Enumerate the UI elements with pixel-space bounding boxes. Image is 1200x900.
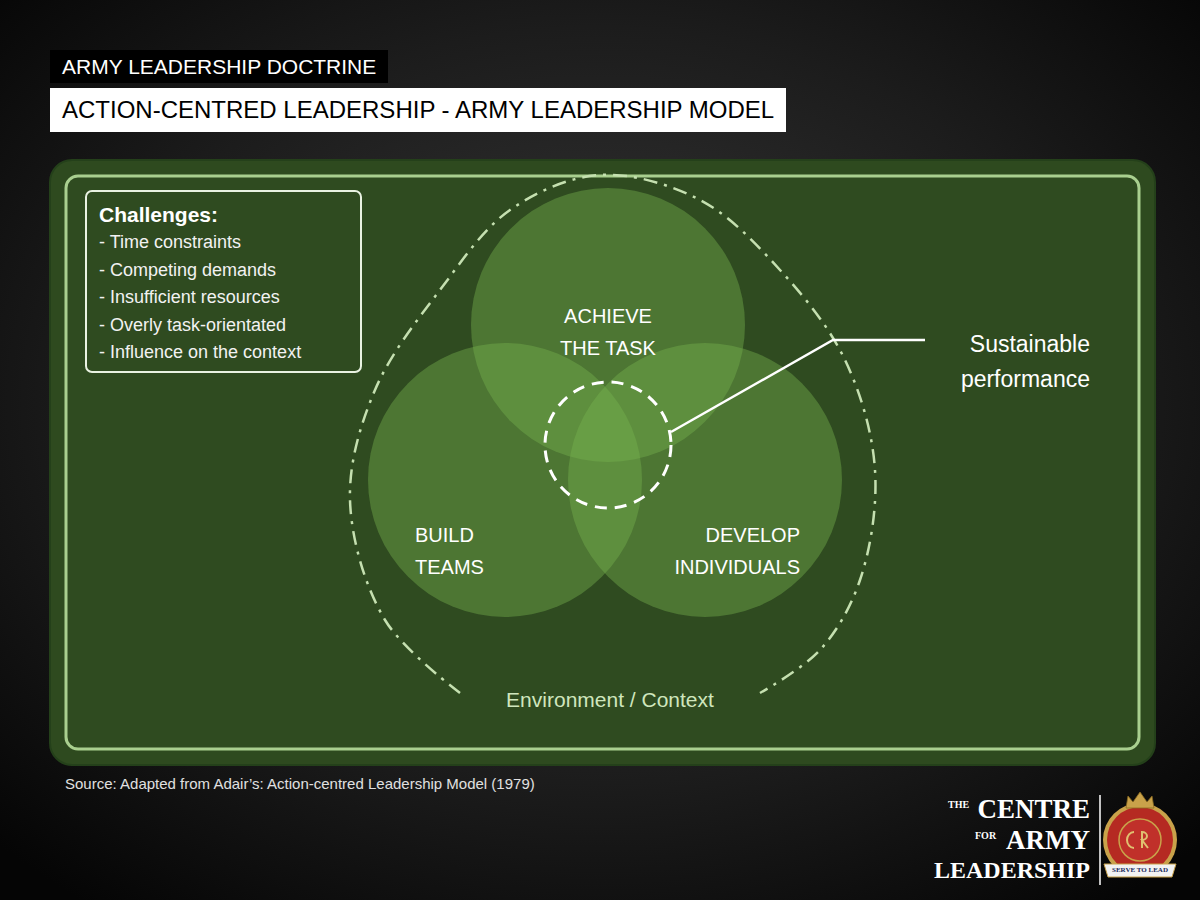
- challenge-item: - Influence on the context: [99, 339, 348, 367]
- motto-scroll: [1104, 864, 1176, 877]
- crest-motto: SERVE TO LEAD: [1108, 866, 1172, 875]
- callout-text: Sustainable performance: [920, 327, 1090, 397]
- logo-word: ARMY: [1006, 826, 1090, 854]
- challenge-item: - Overly task-orientated: [99, 312, 348, 340]
- crest: [1103, 792, 1177, 877]
- crest-centre: [1119, 819, 1161, 861]
- logo-word: THE: [948, 800, 969, 810]
- challenge-item: - Competing demands: [99, 257, 348, 285]
- challenges-heading: Challenges:: [99, 201, 348, 229]
- circle-label: BUILD TEAMS: [415, 519, 515, 583]
- challenge-item: - Insufficient resources: [99, 284, 348, 312]
- challenge-item: - Time constraints: [99, 229, 348, 257]
- panel-border: [66, 176, 1139, 749]
- source-caption: Source: Adapted from Adair’s: Action-cen…: [65, 775, 535, 793]
- context-boundary: Environment / Context ACHIEVE THE TASK BUI…: [340, 165, 890, 710]
- circle-label: DEVELOP INDIVIDUALS: [640, 519, 800, 583]
- challenges-box: Challenges:- Time constraints- Competing…: [85, 190, 362, 373]
- cypher-mark: [1127, 832, 1134, 848]
- venn-fill: [568, 343, 842, 617]
- green-panel: [50, 160, 1155, 765]
- crown-symbol: [1126, 792, 1154, 808]
- logo-divider: [1099, 795, 1101, 885]
- circle-label: ACHIEVE THE TASK: [550, 300, 666, 364]
- venn-circle: DEVELOP INDIVIDUALS: [568, 343, 842, 617]
- crest-ring: [1103, 803, 1177, 877]
- cypher-mark: [1142, 832, 1148, 848]
- section-header: ARMY LEADERSHIP DOCTRINE: [50, 50, 388, 83]
- context-label: Environment / Context: [340, 687, 880, 713]
- logo-word: FOR: [975, 831, 996, 841]
- slide-title: ACTION-CENTRED LEADERSHIP - ARMY LEADERS…: [50, 88, 786, 132]
- logo-word: LEADERSHIP: [934, 857, 1090, 883]
- dash-dot-boundary: [350, 175, 876, 693]
- crest-band: [1107, 807, 1173, 873]
- logo-word: CENTRE: [977, 795, 1090, 823]
